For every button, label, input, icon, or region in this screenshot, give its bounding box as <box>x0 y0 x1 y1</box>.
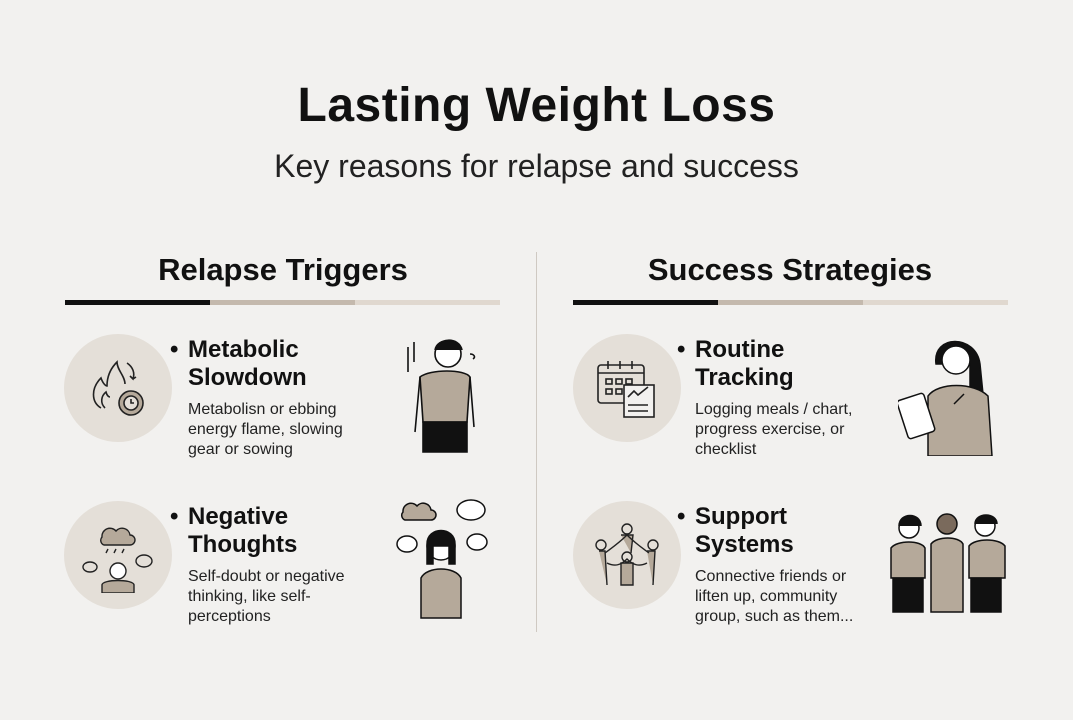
section-heading-success: Success Strategies <box>647 252 933 287</box>
calendar-chart-icon <box>573 334 681 442</box>
flame-gear-icon <box>64 334 172 442</box>
page-subtitle: Key reasons for relapse and success <box>274 148 799 184</box>
section-underline-left <box>65 300 500 305</box>
page-title: Lasting Weight Loss <box>297 79 776 132</box>
column-divider <box>536 252 537 632</box>
group-circle-icon <box>573 501 681 609</box>
three-friends-illustration <box>885 508 1013 616</box>
rain-cloud-person-icon <box>64 501 172 609</box>
section-underline-right <box>573 300 1008 305</box>
item-desc-routine-tracking: Logging meals / chart,progress exercise,… <box>695 401 853 458</box>
worried-woman-illustration <box>393 496 493 621</box>
tired-man-illustration <box>398 332 488 457</box>
woman-tablet-illustration <box>898 334 998 456</box>
section-heading-relapse: Relapse Triggers <box>158 252 408 287</box>
